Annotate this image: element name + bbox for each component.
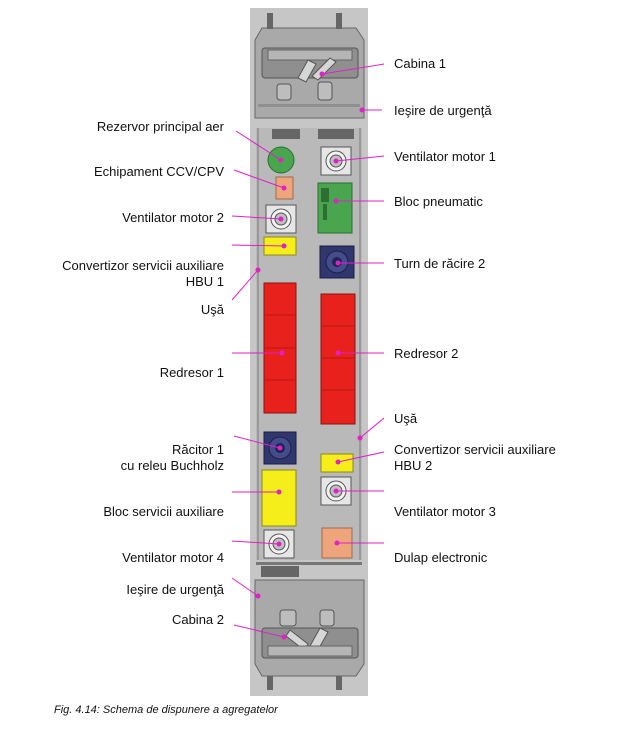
leader-ventilator-1 (335, 155, 385, 162)
leader-lines (231, 63, 385, 638)
dot-iesire-bottom (255, 593, 261, 599)
dot-ventilator-2 (278, 216, 284, 222)
cab-1-seat-left (297, 59, 317, 83)
bulkhead-top-left (272, 129, 300, 139)
cab-1-bar (258, 104, 360, 107)
label-redresor-1: Redresor 1 (160, 365, 224, 380)
label-iesire-urgenta-bottom: Ieşire de urgenţă (126, 582, 224, 597)
dot-ccv (281, 185, 287, 191)
dot-ventilator-1 (333, 158, 339, 164)
label-usa-right: Uşă (394, 411, 418, 426)
horn-right-bottom (336, 676, 342, 690)
label-ventilator-1: Ventilator motor 1 (394, 149, 496, 164)
label-ventilator-3: Ventilator motor 3 (394, 504, 496, 519)
dot-redresor-2 (335, 350, 341, 356)
dot-bloc-pneumatic (333, 198, 339, 204)
label-racitor-1-line1: Răcitor 1 (172, 442, 224, 457)
bulkhead-top-right (318, 129, 354, 139)
label-iesire-urgenta-top: Ieşire de urgenţă (394, 103, 492, 118)
dot-bloc-aux (276, 489, 282, 495)
label-redresor-2: Redresor 2 (394, 346, 458, 361)
cab-1-seat-right (311, 57, 337, 81)
leader-hbu-1 (231, 244, 285, 247)
dot-rezervor (278, 157, 284, 163)
leader-ventilator-4 (231, 540, 280, 545)
leader-dots (255, 71, 365, 640)
label-racitor-1-line2: cu releu Buchholz (121, 458, 224, 473)
cab-1-chair-right (317, 81, 333, 101)
cab-2-chair-right (319, 609, 335, 627)
leader-cabina-2 (233, 624, 285, 638)
dot-redresor-1 (279, 350, 285, 356)
leader-usa-right (359, 417, 385, 439)
auxiliary-services-block (261, 469, 297, 527)
horn-left-bottom (267, 676, 273, 690)
label-cabina-1: Cabina 1 (394, 56, 446, 71)
leader-usa-left (231, 269, 259, 301)
cab-2-windshield (267, 645, 353, 657)
cab-1-chair-left (276, 83, 292, 101)
dot-usa-left (255, 267, 261, 273)
fan-motor-4 (263, 529, 295, 559)
leader-iesire-bottom (231, 577, 259, 597)
label-bloc-auxiliare: Bloc servicii auxiliare (103, 504, 224, 519)
bulkhead-bottom-line (256, 562, 362, 565)
leader-ventilator-2 (231, 215, 282, 220)
dot-cabina-2 (281, 634, 287, 640)
label-ventilator-4: Ventilator motor 4 (122, 550, 224, 565)
leader-ccv (233, 169, 285, 189)
label-dulap-electronic: Dulap electronic (394, 550, 488, 565)
dot-hbu-2 (335, 459, 341, 465)
label-cabina-2: Cabina 2 (172, 612, 224, 627)
figure-caption: Fig. 4.14: Schema de dispunere a agregat… (54, 704, 279, 716)
label-bloc-pneumatic: Bloc pneumatic (394, 194, 483, 209)
dot-iesire-top (359, 107, 365, 113)
dot-usa-right (357, 435, 363, 441)
label-hbu-2-line2: HBU 2 (394, 458, 432, 473)
rectifier-1 (263, 282, 297, 414)
cab-1-windshield (267, 49, 353, 61)
label-rezervor: Rezervor principal aer (97, 119, 225, 134)
dot-turn-racire (335, 260, 341, 266)
label-turn-racire-2: Turn de răcire 2 (394, 256, 485, 271)
dot-racitor (277, 445, 283, 451)
leader-rezervor (235, 130, 282, 161)
dot-ventilator-4 (276, 541, 282, 547)
dot-ventilator-3 (333, 488, 339, 494)
horn-left-top (267, 13, 273, 29)
label-hbu-1-line2: HBU 1 (186, 274, 224, 289)
label-hbu-2-line1: Convertizor servicii auxiliare (394, 442, 556, 457)
label-ventilator-2: Ventilator motor 2 (122, 210, 224, 225)
leader-hbu-2 (337, 451, 385, 463)
label-hbu-1-line1: Convertizor servicii auxiliare (62, 258, 224, 273)
cab-2-chair-left (279, 609, 297, 627)
pneumatic-block (317, 182, 353, 234)
rectifier-2 (320, 293, 356, 425)
leader-racitor (233, 435, 281, 449)
bulkhead-bottom-left (261, 566, 299, 577)
dot-cabina-1 (319, 71, 325, 77)
label-usa-left: Uşă (201, 302, 225, 317)
label-echipament-ccv: Echipament CCV/CPV (94, 164, 224, 179)
labels: Cabina 1 Ieşire de urgenţă Ventilator mo… (62, 56, 556, 627)
dot-hbu-1 (281, 243, 287, 249)
dot-dulap (334, 540, 340, 546)
horn-right-top (336, 13, 342, 29)
leader-cabina-1 (321, 63, 385, 75)
